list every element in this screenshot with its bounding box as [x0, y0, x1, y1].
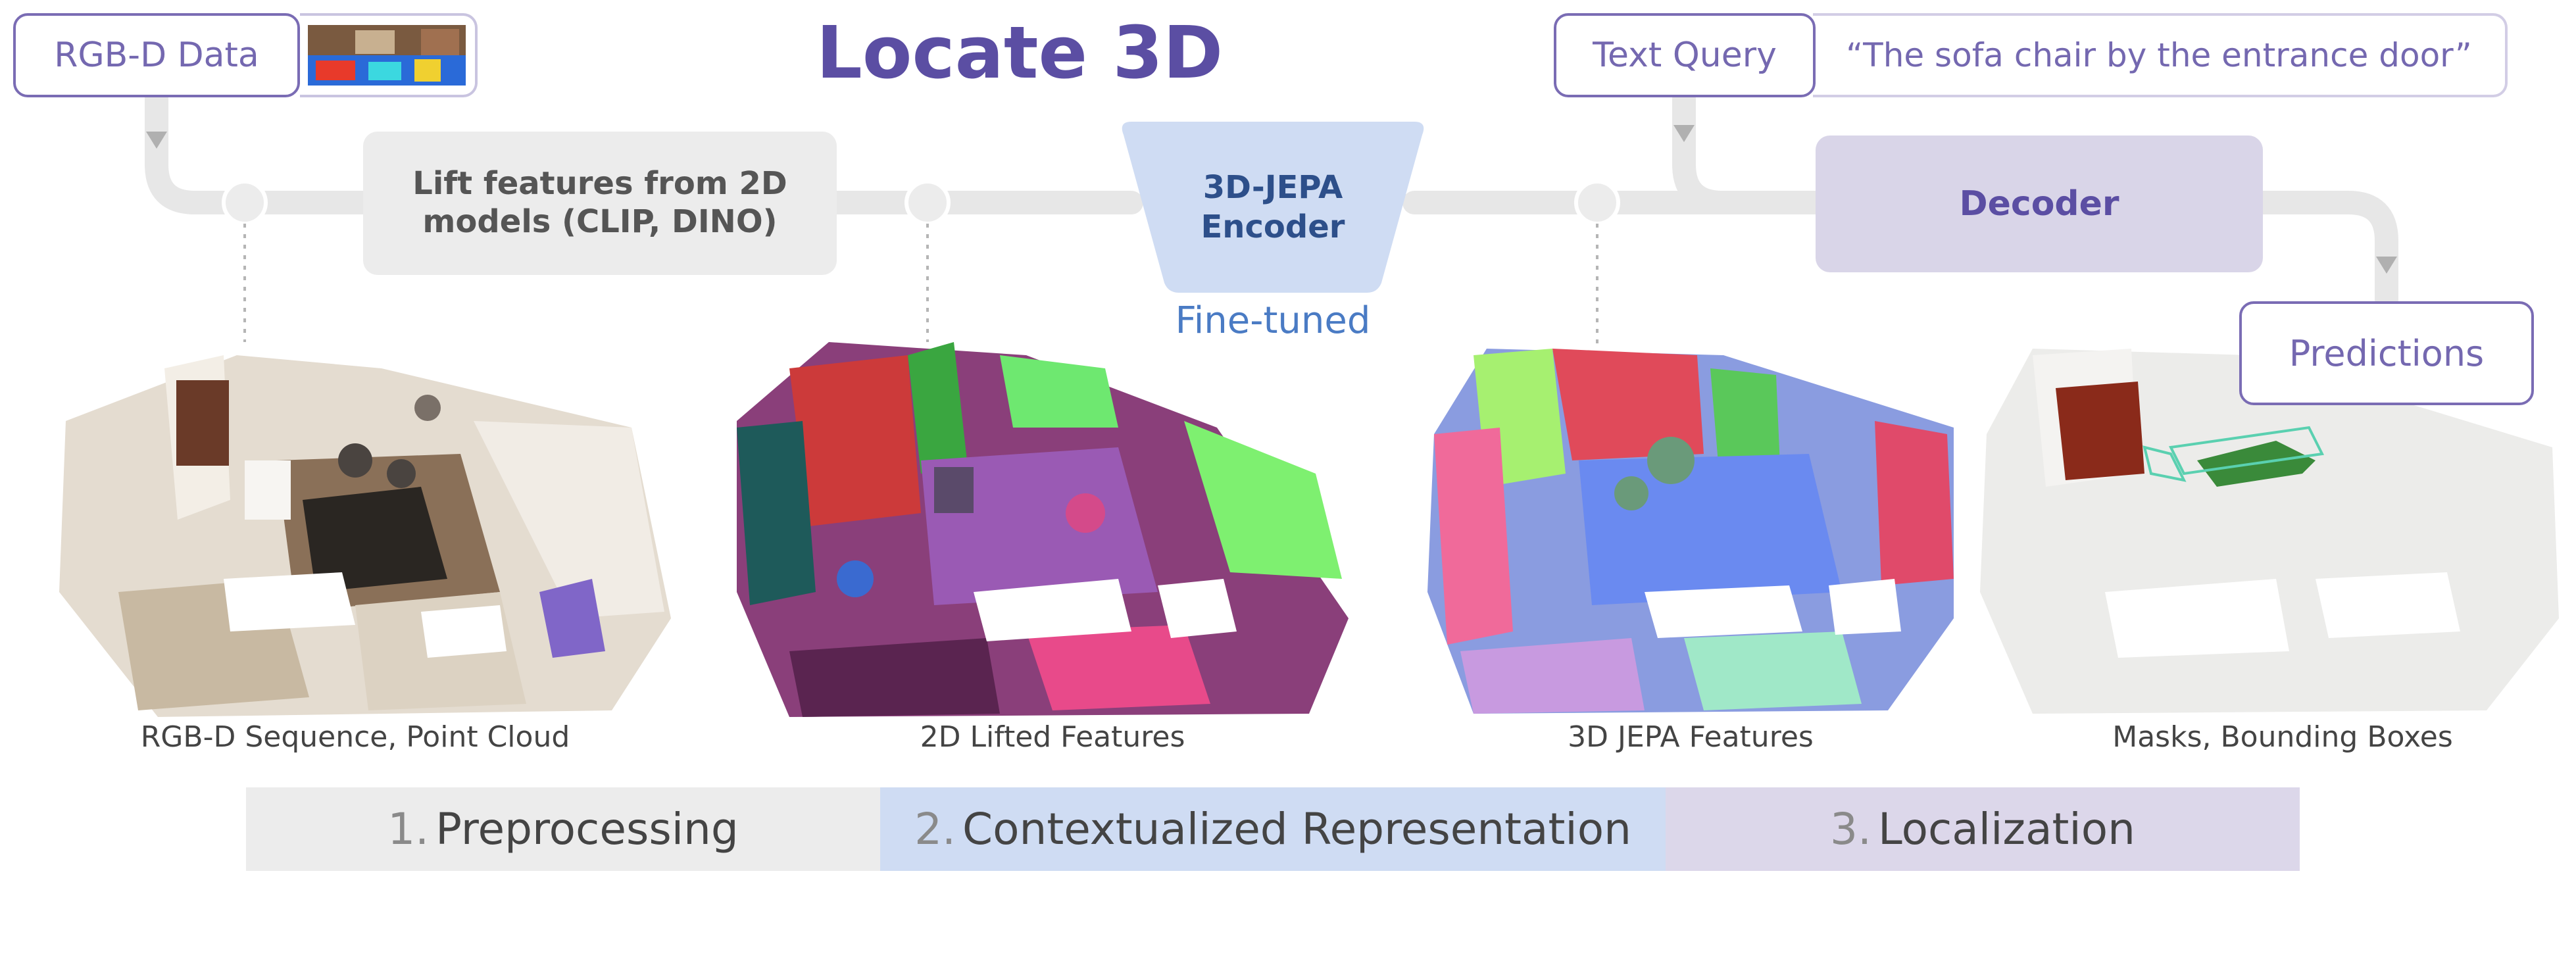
caption-masks-bounding-boxes: Masks, Bounding Boxes	[2112, 720, 2453, 754]
arrow-down-query	[1673, 125, 1695, 142]
stage-label: Localization	[1878, 804, 2135, 854]
encoder-label: 3D-JEPA Encoder	[1201, 169, 1345, 245]
text-query-value: “The sofa chair by the entrance door”	[1813, 13, 2508, 97]
arrow-down-rgbd	[146, 132, 167, 149]
encoder-note: Fine-tuned	[1175, 299, 1371, 342]
caption-rgbd-point-cloud: RGB-D Sequence, Point Cloud	[140, 720, 570, 754]
stage-number: 2.	[914, 804, 956, 854]
page-title: Locate 3D	[816, 11, 1224, 95]
decoder-box: Decoder	[1816, 136, 2263, 272]
point-cloud-predictions	[1980, 349, 2559, 714]
stage-number: 1.	[387, 804, 430, 854]
arrow-down-predictions	[2376, 257, 2397, 274]
caption-3d-jepa-features: 3D JEPA Features	[1568, 720, 1814, 754]
stage-localization: 3. Localization	[1666, 787, 2300, 871]
stage-label: Preprocessing	[435, 804, 739, 854]
dotted-guides	[243, 224, 2388, 464]
point-cloud-rgb	[59, 355, 671, 717]
rgbd-data-label: RGB-D Data	[13, 13, 300, 97]
point-cloud-jepa-features	[1427, 349, 1954, 714]
stage-preprocessing: 1. Preprocessing	[246, 787, 880, 871]
text-query-label: Text Query	[1554, 13, 1816, 97]
stage-contextualized-representation: 2. Contextualized Representation	[880, 787, 1666, 871]
point-cloud-2d-features	[737, 342, 1349, 717]
rgbd-thumbnail	[308, 25, 466, 86]
caption-2d-lifted-features: 2D Lifted Features	[920, 720, 1185, 754]
lift-features-box: Lift features from 2D models (CLIP, DINO…	[363, 132, 837, 275]
stage-label: Contextualized Representation	[962, 804, 1631, 854]
predictions-box: Predictions	[2239, 301, 2534, 405]
rgbd-thumbnail-frame	[300, 13, 478, 97]
encoder-shape	[1122, 122, 1424, 293]
stage-number: 3.	[1830, 804, 1872, 854]
